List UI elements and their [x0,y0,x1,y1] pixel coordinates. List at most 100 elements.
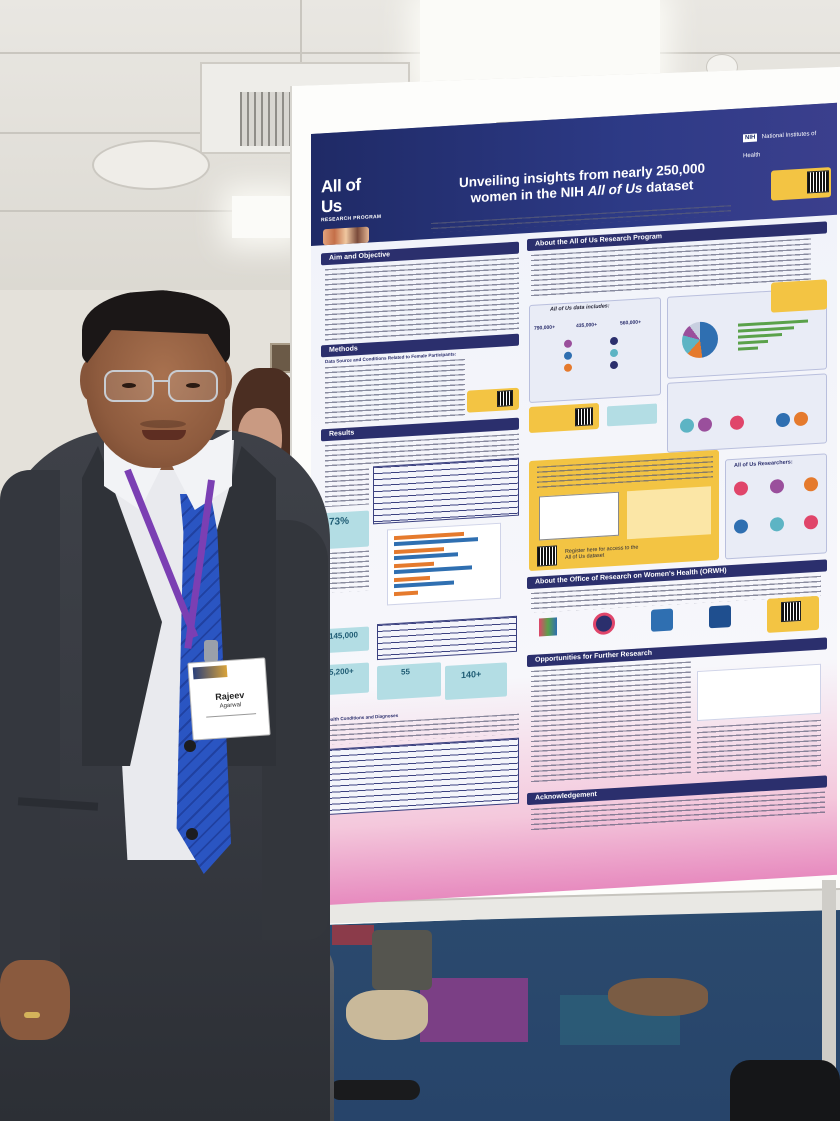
genomic-icon [698,417,712,433]
stat-73-percent: 73% [329,515,350,528]
carpet-tile [332,925,374,945]
genomic-icon [776,412,790,428]
stat-icon [610,360,618,370]
chart-bar [738,333,782,339]
eyeglasses [104,370,224,410]
chart-bar [738,326,794,333]
research-poster: All of Us RESEARCH PROGRAM Unveiling ins… [311,102,837,907]
aim-text [325,257,519,342]
shoe [608,978,708,1016]
logo-people-photo [323,226,369,246]
chart-bar [738,339,768,345]
nih-badge: NIH [743,133,758,143]
results-bar-chart [387,522,501,606]
orwh-icon [651,608,673,632]
suit-button [186,828,198,840]
chart-bar [394,580,454,589]
qr-code [781,600,801,623]
aou-stat: 435,000+ [576,322,597,330]
qr-code [807,170,829,194]
stat-icon [610,348,618,358]
eye [122,383,136,388]
black-bag [730,1060,840,1121]
aou-stat: 790,000+ [534,324,555,332]
eye [186,383,200,388]
results-side-text [325,550,369,594]
stat-icon [564,339,572,348]
gold-ring [24,1012,40,1018]
name-badge: Rajeev Agarwal [187,657,271,741]
chart-bar [394,590,418,597]
genomic-icon [730,415,744,431]
workbench-feature-list [627,486,711,540]
chart-bar [394,575,430,583]
badge-divider [206,713,257,718]
researchers-heading: All of Us Researchers: [734,459,793,469]
opportunities-text [697,719,821,776]
ceiling-grid-line [0,210,420,212]
stat-145000: 145,000 [329,630,358,641]
stat-box [445,662,507,701]
glasses-bridge [152,380,170,382]
stat-55: 55 [401,667,410,677]
results-conditions-table [377,615,517,661]
researcher-icon [734,481,748,496]
workbench-text [537,456,713,489]
qr-code [537,545,557,567]
orwh-icon [593,611,615,636]
chart-bar [738,319,808,327]
ceiling-light [232,196,296,238]
person-legs [372,930,432,990]
workbench-register-text: Register here for access to the All of U… [565,544,639,562]
diversity-qr-callout [771,279,827,313]
stat-icon [564,363,572,372]
cable [330,1080,420,1100]
genomic-results-card [667,373,827,453]
title-emphasis: All of Us [587,180,643,199]
opportunities-chart [697,663,821,722]
opportunities-list [531,661,691,783]
researcher-icon [734,519,748,534]
suit-button [184,740,196,752]
smile [142,430,186,440]
researchers-card: All of Us Researchers: [725,453,827,560]
stat-140-plus: 140+ [461,668,482,681]
researcher-icon [770,478,784,494]
results-side-text [325,468,369,508]
stat-icon [610,336,618,346]
logo-main-text: All of Us [321,175,361,217]
man-hand [0,960,70,1040]
shoe [346,990,428,1040]
methods-text [325,358,465,426]
qr-code [497,389,513,407]
researcher-icon [804,514,818,530]
orwh-icon [709,605,731,629]
workbench-screenshot [539,491,619,541]
results-demographics-table [373,457,519,525]
badge-clip [204,640,218,662]
orwh-icon [539,617,557,637]
chart-bar [738,346,758,351]
researcher-icon [804,476,818,492]
workbench-box: Register here for access to the All of U… [529,449,719,572]
genomic-icon [680,418,694,434]
all-of-us-logo: All of Us RESEARCH PROGRAM [321,174,383,223]
genomic-icon [794,411,808,427]
round-ceiling-lamp [92,140,210,190]
title-suffix: dataset [642,177,694,196]
diversity-pie-chart [682,320,718,359]
aou-stat: 560,000+ [620,319,641,327]
carpet-tile [420,978,528,1042]
conditions-table [325,737,519,816]
stat-icon [564,351,572,360]
nih-logo: NIH National Institutes of Health [743,121,833,162]
badge-logo [192,665,228,680]
researcher-icon [770,516,784,532]
qr-code [575,407,593,427]
aou-data-card: All of Us data includes: 790,000+ 435,00… [529,297,661,404]
man-left-arm [0,470,60,1030]
upper-lip-shadow [140,420,186,428]
stat-5200: 5,200+ [329,666,354,677]
aou-data-heading: All of Us data includes: [550,303,610,313]
